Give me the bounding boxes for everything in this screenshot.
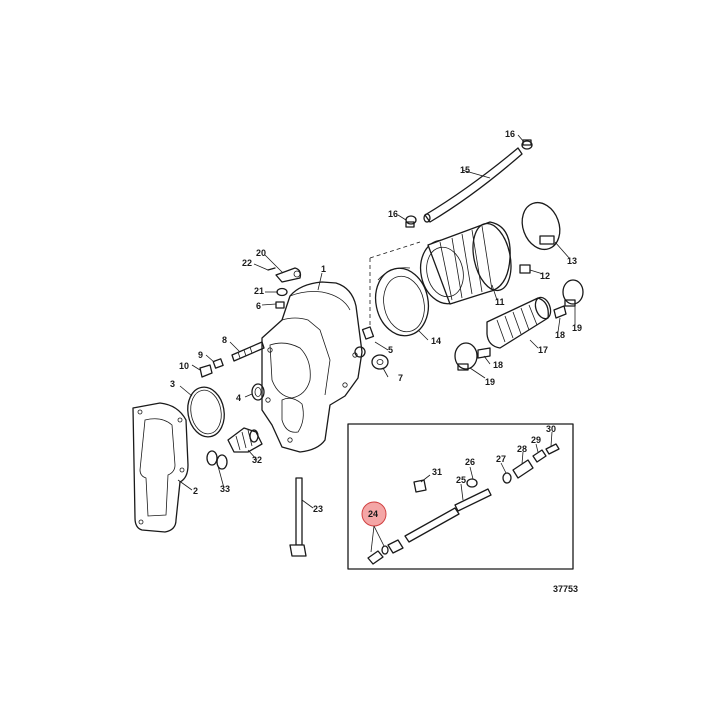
callout-23: 23 xyxy=(313,504,323,514)
callout-24: 24 xyxy=(368,509,378,519)
callout-1: 1 xyxy=(321,264,326,274)
part-clamp-19 xyxy=(454,342,478,371)
part-exhaust-bellows-11 xyxy=(419,221,512,305)
callout-16-upper: 16 xyxy=(505,129,515,139)
part-gimbal-ring-14 xyxy=(374,267,430,337)
part-hose-inset xyxy=(404,507,460,543)
part-fitting-5 xyxy=(354,326,375,358)
callout-30: 30 xyxy=(546,424,556,434)
part-o-rings-33 xyxy=(206,450,228,470)
callout-32: 32 xyxy=(252,455,262,465)
part-elbow-29 xyxy=(532,449,547,463)
part-clip-18 xyxy=(553,305,567,319)
callout-13: 13 xyxy=(567,256,577,266)
part-clamp-27 xyxy=(502,472,512,484)
part-shift-rod-23 xyxy=(289,477,307,557)
callout-17: 17 xyxy=(538,345,548,355)
leader-lines xyxy=(177,134,576,553)
callout-19-upper: 19 xyxy=(572,323,582,333)
callout-15: 15 xyxy=(460,165,470,175)
part-hose-clamp-16 xyxy=(521,139,533,150)
callout-22: 22 xyxy=(242,258,252,268)
part-washer-4 xyxy=(251,383,265,401)
callout-19-lower: 19 xyxy=(485,377,495,387)
part-clamp-26 xyxy=(466,478,478,488)
callout-16-lower: 16 xyxy=(388,209,398,219)
callout-3: 3 xyxy=(170,379,175,389)
callout-18-lower: 18 xyxy=(493,360,503,370)
part-nut-9 xyxy=(212,358,224,369)
part-hose-clamp-16 xyxy=(405,215,417,228)
callout-28: 28 xyxy=(517,444,527,454)
callout-6: 6 xyxy=(256,301,261,311)
part-fitting-28 xyxy=(512,459,534,479)
callout-21: 21 xyxy=(254,286,264,296)
part-valve-32 xyxy=(227,427,263,453)
part-stud-8 xyxy=(231,341,265,362)
callout-labels: 1 2 3 4 5 6 7 8 9 10 11 12 13 14 15 16 1… xyxy=(170,129,582,519)
part-hose-25 xyxy=(454,488,492,512)
part-gasket xyxy=(132,402,189,533)
callout-4: 4 xyxy=(236,393,241,403)
callout-29: 29 xyxy=(531,435,541,445)
part-fitting-30 xyxy=(545,443,560,455)
part-clip-12 xyxy=(519,264,531,274)
inset-frame xyxy=(347,423,574,570)
part-clip-18 xyxy=(477,347,491,359)
part-fitting-24 xyxy=(367,539,404,565)
part-nut-10 xyxy=(199,364,213,378)
callout-2: 2 xyxy=(193,486,198,496)
part-water-hose-15 xyxy=(423,147,523,223)
callout-25: 25 xyxy=(456,475,466,485)
part-washer-7 xyxy=(371,354,389,370)
callout-18-upper: 18 xyxy=(555,330,565,340)
part-shift-bellows-17 xyxy=(486,296,552,349)
callout-14: 14 xyxy=(431,336,441,346)
guide-line xyxy=(369,241,421,259)
callout-27: 27 xyxy=(496,454,506,464)
callout-33: 33 xyxy=(220,484,230,494)
callout-20: 20 xyxy=(256,248,266,258)
part-o-ring-large xyxy=(187,386,225,438)
callout-11: 11 xyxy=(495,297,505,307)
part-clamp-13 xyxy=(521,201,561,251)
part-clamp-19 xyxy=(562,279,584,307)
part-nut-31 xyxy=(413,479,427,493)
callout-5: 5 xyxy=(388,345,393,355)
drawing-number: 37753 xyxy=(553,584,578,594)
callout-31: 31 xyxy=(432,467,442,477)
callout-7: 7 xyxy=(398,373,403,383)
callout-10: 10 xyxy=(179,361,189,371)
callout-12: 12 xyxy=(540,271,550,281)
callout-26: 26 xyxy=(465,457,475,467)
callout-9: 9 xyxy=(198,350,203,360)
callout-8: 8 xyxy=(222,335,227,345)
